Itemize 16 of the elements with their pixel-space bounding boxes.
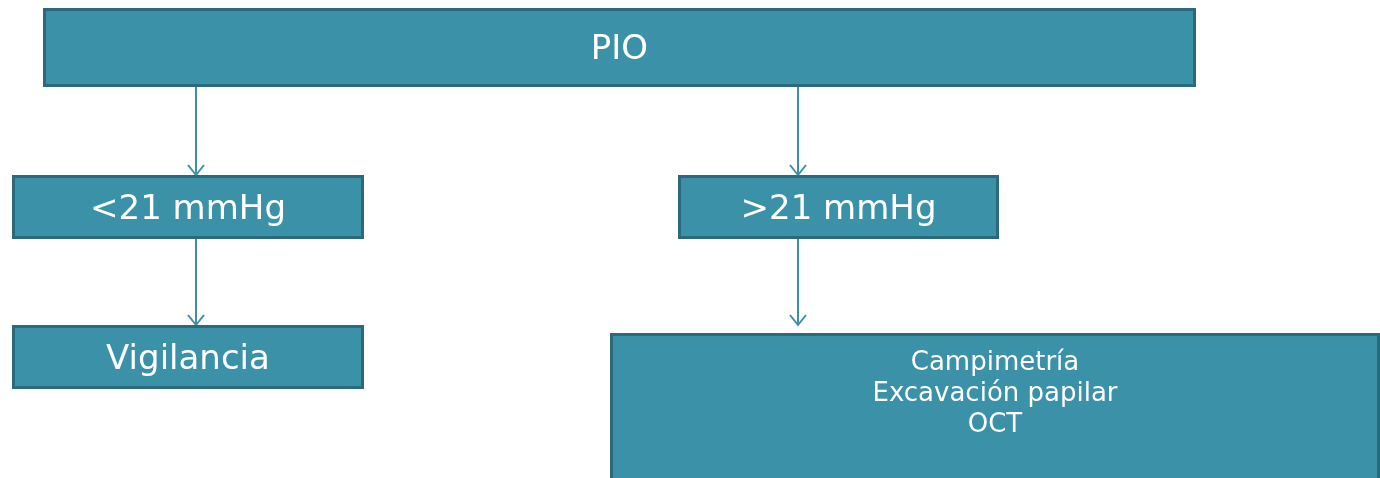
node-label: Excavación papilar [872,377,1118,409]
node-label: Vigilancia [106,336,270,378]
node-label: OCT [967,408,1023,440]
arrow [789,86,807,176]
process-box [43,8,1196,87]
node-label: PIO [590,27,649,68]
process-box [12,175,364,239]
process-box [610,333,1380,478]
node-label: >21 mmHg [740,186,937,228]
arrow [187,238,205,326]
arrow [187,86,205,176]
node-label: Campimetría [910,346,1080,378]
node-label: <21 mmHg [90,186,286,228]
process-box [678,175,999,239]
arrow [789,238,807,326]
process-box [12,325,364,389]
